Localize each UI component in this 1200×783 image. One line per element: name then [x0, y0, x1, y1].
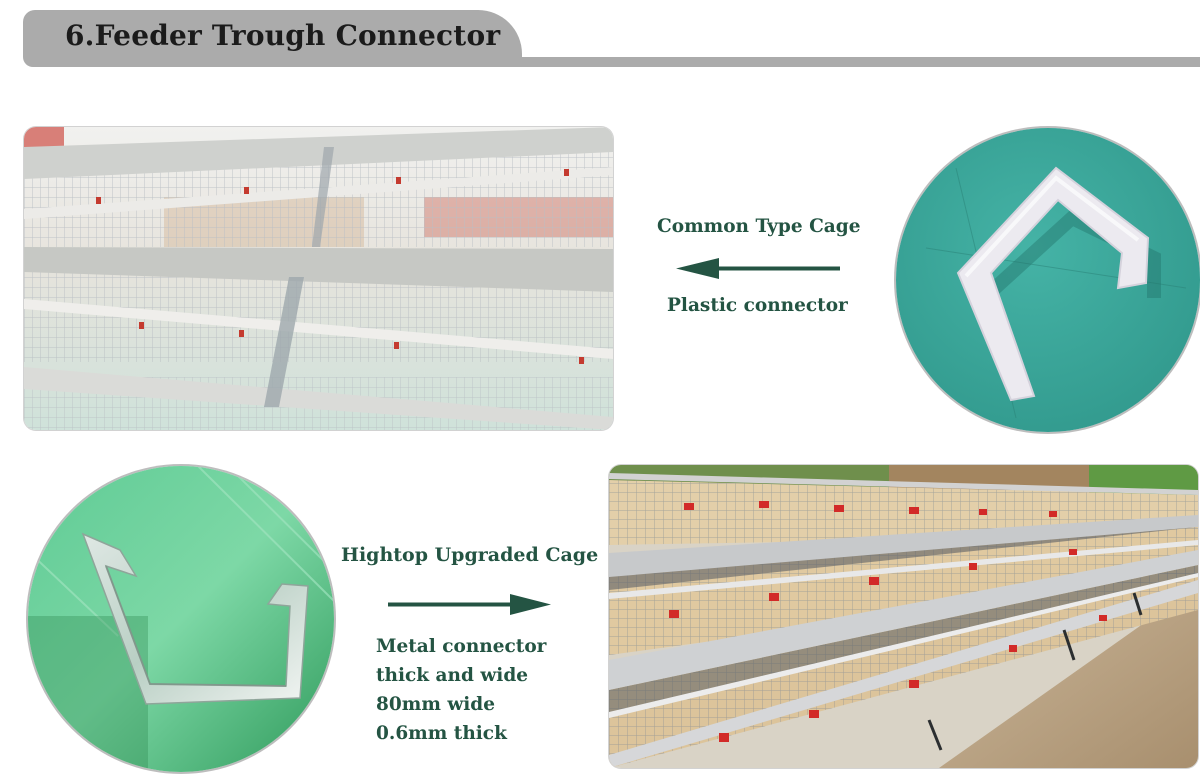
page-title: 6.Feeder Trough Connector [65, 19, 501, 52]
spec-material: Metal connector [376, 636, 547, 657]
plastic-connector-image [896, 128, 1200, 432]
plastic-connector-photo [896, 128, 1200, 432]
hightop-cage-photo [609, 465, 1198, 768]
hightop-cage-title: Hightop Upgraded Cage [341, 544, 599, 566]
header-rule [300, 57, 1200, 67]
header-tab [23, 10, 522, 67]
spec-feature: thick and wide [376, 665, 529, 686]
common-cage-title: Common Type Cage [657, 216, 861, 237]
metal-connector-photo [28, 466, 334, 772]
metal-connector-image [28, 466, 334, 772]
arrow-right-icon [388, 594, 551, 615]
arrow-left-icon [676, 258, 840, 279]
spec-width: 80mm wide [376, 694, 495, 715]
common-cage-photo [24, 127, 613, 430]
common-cage-image [24, 127, 613, 430]
metal-connector-specs: Metal connector thick and wide 80mm wide… [376, 632, 546, 748]
hightop-cage-image [609, 465, 1198, 768]
spec-thickness: 0.6mm thick [376, 723, 507, 744]
plastic-connector-label: Plastic connector [667, 295, 848, 316]
